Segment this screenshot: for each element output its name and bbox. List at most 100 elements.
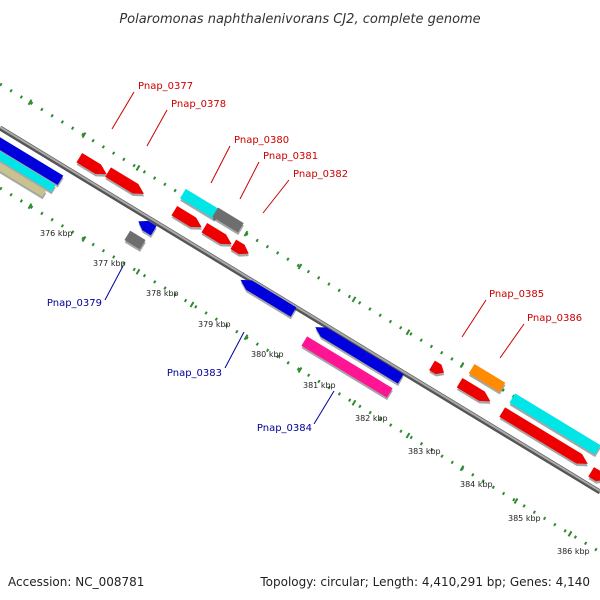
gene-label-text[interactable]: Pnap_0386 xyxy=(527,313,582,324)
gene-arrow-right-edge xyxy=(588,467,600,484)
gene-arrow-pnap-0381 xyxy=(171,205,202,230)
reverse-tick-track-major-tick xyxy=(405,432,411,439)
gene-arrow-pnap-0377 xyxy=(76,152,107,177)
reverse-tick-track-major-tick xyxy=(27,203,33,210)
forward-tick-track-major-tick xyxy=(27,99,33,106)
gene-label-pnap-0377[interactable]: Pnap_0377 xyxy=(111,81,193,130)
gene-features xyxy=(0,128,600,484)
genome-backbone xyxy=(0,125,600,495)
reverse-tick-track-major-tick xyxy=(135,268,141,275)
gene-label-pnap-0382[interactable]: Pnap_0382 xyxy=(262,169,348,214)
gene-label-text[interactable]: Pnap_0379 xyxy=(47,298,102,309)
scale-label: 377 kbp xyxy=(93,259,126,268)
gene-label-leader-line xyxy=(210,145,231,184)
gene-arrow-pnap-0384-body xyxy=(315,327,404,384)
gene-arrow-pnap-0386 xyxy=(509,393,600,458)
gene-arrow-pnap-0380 xyxy=(180,188,221,222)
reverse-tick-track-major-tick xyxy=(81,235,87,242)
gene-arrow-pnap-0379 xyxy=(138,220,157,238)
gene-arrow-blue-left-body xyxy=(0,128,64,186)
gene-arrow-pnap-0383 xyxy=(240,279,297,320)
gene-arrow-pnap-0386-body xyxy=(509,393,600,455)
gene-label-leader-line xyxy=(146,109,168,147)
reverse-tick-track-major-tick xyxy=(351,399,357,406)
gene-label-text[interactable]: Pnap_0385 xyxy=(489,289,544,300)
map-title: Polaromonas naphthalenivorans CJ2, compl… xyxy=(119,12,480,27)
forward-tick-track-major-tick xyxy=(81,132,87,139)
forward-tick-track xyxy=(0,82,600,451)
gene-label-pnap-0379[interactable]: Pnap_0379 xyxy=(47,265,124,309)
scale-label: 386 kbp xyxy=(557,547,590,556)
gene-arrow-small xyxy=(429,360,445,377)
gene-label-leader-line xyxy=(239,161,260,200)
gene-arrow-pnap-0379b-body xyxy=(124,230,146,250)
gene-label-leader-line xyxy=(313,390,335,425)
gene-label-pnap-0386[interactable]: Pnap_0386 xyxy=(499,313,582,359)
gene-label-leader-line xyxy=(499,323,525,359)
reverse-tick-track xyxy=(0,186,600,554)
gene-label-pnap-0383[interactable]: Pnap_0383 xyxy=(167,331,245,379)
forward-tick-track-major-tick xyxy=(297,263,303,270)
gene-arrow-pnap-0382-body xyxy=(230,239,249,255)
gene-arrow-pnap-0386b-body xyxy=(499,407,588,464)
forward-tick-track-major-tick xyxy=(459,362,465,369)
forward-tick-track-major-tick xyxy=(135,164,141,171)
forward-tick-track-major-tick xyxy=(405,329,411,336)
gene-arrow-pnap-0385b xyxy=(456,377,491,404)
gene-label-leader-line xyxy=(111,91,135,130)
reverse-tick-track-major-tick xyxy=(243,334,249,341)
gene-arrow-pnap-0386b xyxy=(499,407,588,467)
gene-arrow-pnap-0377-body xyxy=(76,152,107,175)
scale-label: 381 kbp xyxy=(303,381,336,390)
gene-label-text[interactable]: Pnap_0377 xyxy=(138,81,193,92)
gene-label-pnap-0378[interactable]: Pnap_0378 xyxy=(146,99,226,147)
gene-label-pnap-0384[interactable]: Pnap_0384 xyxy=(257,390,335,434)
accession-text: Accession: NC_008781 xyxy=(8,575,144,589)
gene-arrow-blue-left xyxy=(0,128,64,188)
scale-label: 380 kbp xyxy=(251,350,284,359)
reverse-tick-track-major-tick xyxy=(567,530,573,537)
gene-arrow-tan-left xyxy=(0,149,47,200)
gene-arrow-cyan-left xyxy=(0,138,56,195)
gene-label-text[interactable]: Pnap_0378 xyxy=(171,99,226,110)
gene-label-text[interactable]: Pnap_0380 xyxy=(234,135,289,146)
gene-label-pnap-0380[interactable]: Pnap_0380 xyxy=(210,135,289,184)
scale-label: 385 kbp xyxy=(508,514,541,523)
gene-arrow-right-edge-body xyxy=(588,467,600,482)
gene-label-text[interactable]: Pnap_0384 xyxy=(257,423,312,434)
gene-arrow-pnap-0378 xyxy=(105,167,145,197)
gene-arrow-pnap-0384 xyxy=(315,327,404,387)
gene-label-leader-line xyxy=(461,299,487,338)
gene-arrow-pnap-0380b-body xyxy=(212,207,244,233)
genome-summary-text: Topology: circular; Length: 4,410,291 bp… xyxy=(259,575,590,589)
gene-arrow-pnap-0385b-body xyxy=(456,377,491,402)
gene-arrow-pnap-0378-body xyxy=(105,167,144,194)
gene-label-leader-line xyxy=(104,265,124,301)
gene-arrow-pnap-0384b xyxy=(301,336,393,401)
gene-arrow-tan-left-body xyxy=(0,149,47,197)
reverse-tick-track-major-tick xyxy=(459,465,465,472)
forward-tick-track-major-tick xyxy=(351,296,357,303)
gene-label-text[interactable]: Pnap_0383 xyxy=(167,368,222,379)
gene-arrow-pnap-0379-body xyxy=(138,220,157,236)
gene-arrow-pnap-0381b xyxy=(201,222,232,247)
scale-label: 379 kbp xyxy=(198,320,231,329)
gene-label-text[interactable]: Pnap_0381 xyxy=(263,151,318,162)
scale-label: 382 kbp xyxy=(355,414,388,423)
gene-arrow-pnap-0385 xyxy=(468,363,506,395)
gene-arrow-small-body xyxy=(429,360,444,375)
gene-arrow-pnap-0385-body xyxy=(468,363,506,393)
scale-label: 383 kbp xyxy=(408,447,441,456)
gene-arrow-pnap-0379b xyxy=(124,230,146,252)
gene-label-pnap-0385[interactable]: Pnap_0385 xyxy=(461,289,544,338)
scale-label: 378 kbp xyxy=(146,289,179,298)
gene-label-leader-line xyxy=(224,331,245,369)
scale-label: 384 kbp xyxy=(460,480,493,489)
backbone-line-highlight xyxy=(0,126,600,492)
reverse-tick-track-major-tick xyxy=(297,366,303,374)
gene-label-text[interactable]: Pnap_0382 xyxy=(293,169,348,180)
gene-label-pnap-0381[interactable]: Pnap_0381 xyxy=(239,151,318,200)
